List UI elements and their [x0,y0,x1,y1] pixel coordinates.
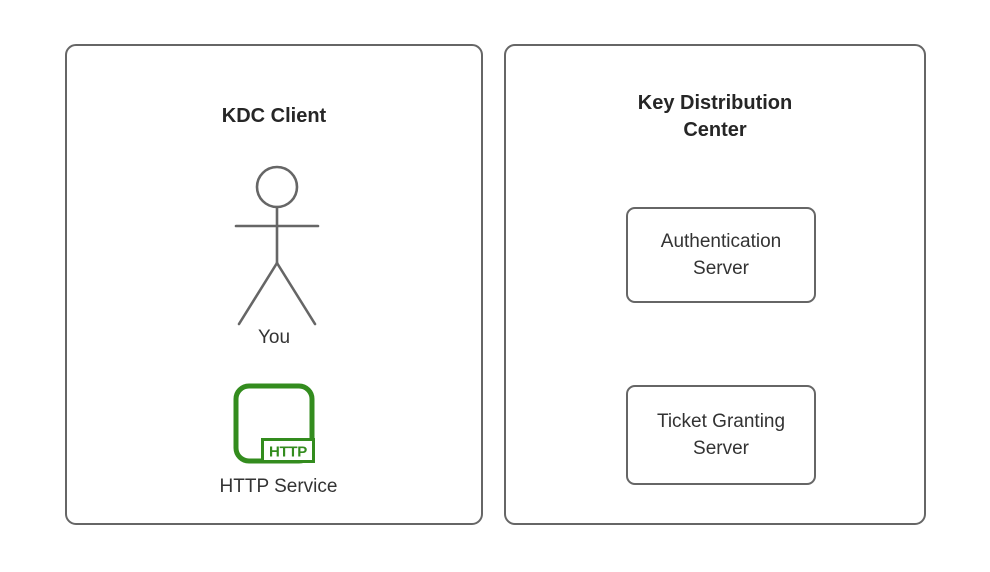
http-badge-text: HTTP [269,444,307,461]
http-service-icon: HTTP [233,383,315,464]
http-service-label: HTTP Service [219,476,338,497]
kdc-client-title: KDC Client [67,103,481,130]
kdc-client-title-text: KDC Client [221,105,327,127]
ticket-granting-server-node: Ticket Granting Server [626,385,816,485]
ticket-granting-server-label: Ticket Granting Server [656,411,786,459]
person-left-leg [237,261,279,326]
authentication-server-node: Authentication Server [626,207,816,303]
person-right-leg [275,261,317,326]
key-distribution-center-container: Key Distribution Center Authentication S… [504,44,926,525]
http-badge-box [261,438,315,463]
person-head [255,165,299,209]
kdc-client-container: KDC Client You HTTP HTTP Service [65,44,483,525]
authentication-server-label: Authentication Server [660,231,782,279]
person-icon [234,165,320,326]
person-label: You [257,327,291,348]
kdc-title-text: Key Distribution Center [637,92,793,141]
kdc-title: Key Distribution Center [506,90,924,144]
